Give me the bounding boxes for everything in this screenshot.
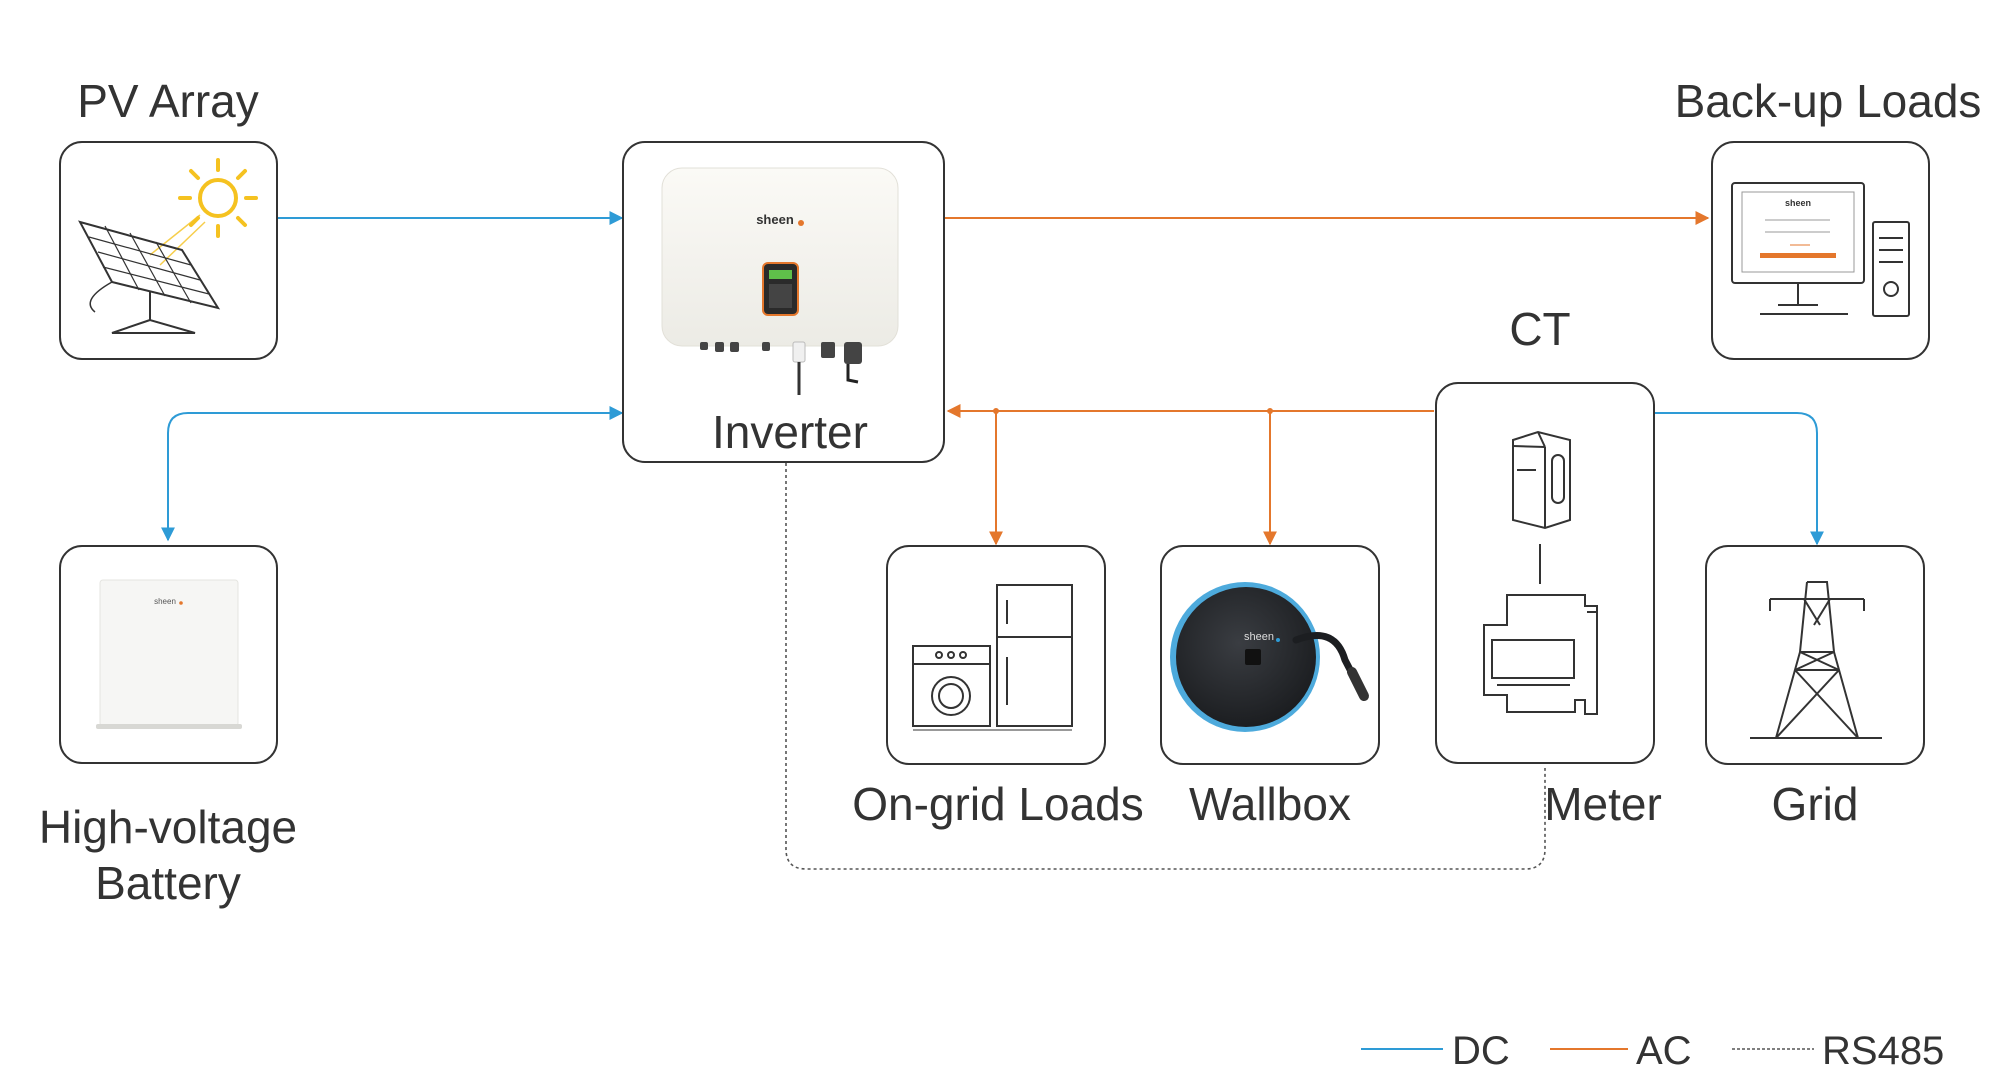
meter-box: [1435, 382, 1655, 764]
appliances-icon: [912, 584, 1073, 731]
legend-ac-label: AC: [1636, 1029, 1692, 1073]
solar-panel-icon: [78, 158, 258, 334]
legend-dc-label: DC: [1452, 1029, 1510, 1073]
ongrid-loads-label: On-grid Loads: [852, 778, 1144, 830]
wallbox-brand-text: sheen: [1244, 631, 1274, 643]
backup-screen-brand-text: sheen: [1785, 198, 1811, 208]
legend-rs485-label: RS485: [1822, 1029, 1944, 1073]
meter-label: Meter: [1544, 778, 1662, 830]
meter-ct-icon: [1483, 430, 1598, 715]
backup-loads-label: Back-up Loads: [1675, 75, 1982, 127]
battery-label-line2: Battery: [95, 857, 241, 909]
transmission-tower-icon: [1750, 581, 1882, 739]
battery-unit-icon: sheen: [96, 579, 242, 729]
dc-line-meter-grid: [1654, 412, 1824, 546]
inverter-label: Inverter: [712, 406, 868, 458]
inverter-device-icon: sheen: [661, 167, 899, 395]
legend: DC AC RS485: [1361, 1029, 1944, 1073]
battery-brand-text: sheen: [154, 597, 176, 606]
desktop-computer-icon: [1731, 182, 1910, 317]
pv-array-label: PV Array: [77, 75, 259, 127]
grid-box: [1705, 545, 1925, 765]
battery-label-line1: High-voltage: [39, 801, 297, 853]
ct-label: CT: [1509, 303, 1570, 355]
pv-array-box: [59, 141, 278, 360]
wallbox-label: Wallbox: [1189, 778, 1351, 830]
grid-label: Grid: [1772, 778, 1859, 830]
dc-line-battery-inverter: [161, 406, 624, 542]
inverter-brand-text: sheen: [756, 212, 794, 227]
ev-charger-icon: sheen: [1170, 582, 1369, 732]
